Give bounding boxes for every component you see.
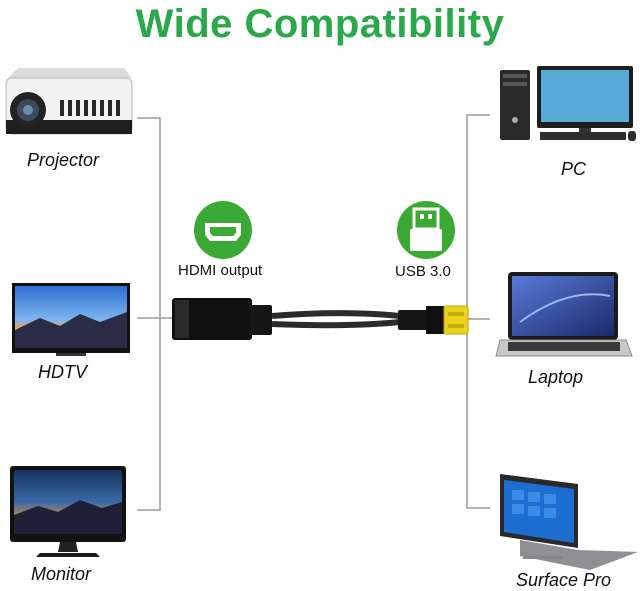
device-label-monitor: Monitor — [31, 564, 92, 584]
device-label-pc: PC — [561, 159, 587, 179]
hdmi-output-label: HDMI output — [178, 262, 263, 279]
usb-label: USB 3.0 — [395, 263, 451, 280]
device-label-surface-pro: Surface Pro — [516, 570, 612, 590]
device-label-hdtv: HDTV — [38, 362, 87, 382]
device-label-laptop: Laptop — [528, 367, 584, 387]
page-title: Wide Compatibility — [135, 2, 505, 46]
device-label-projector: Projector — [27, 150, 100, 170]
